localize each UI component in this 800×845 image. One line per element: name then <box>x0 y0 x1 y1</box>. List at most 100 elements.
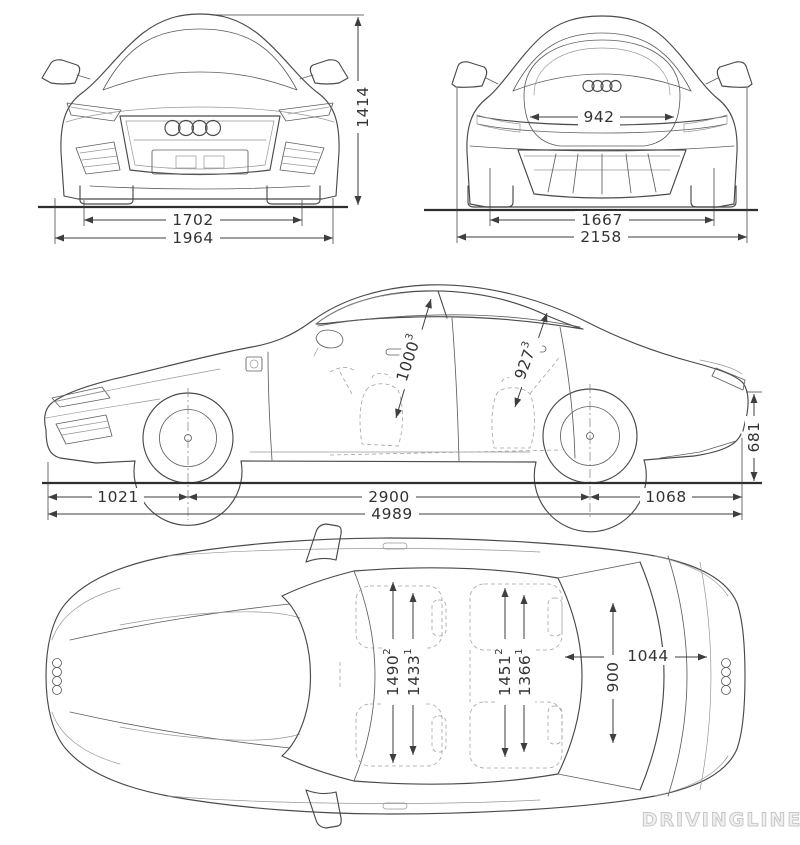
audi-rings-nose-icon <box>52 658 62 695</box>
top-shoulder-upper <box>167 548 541 557</box>
top-hood-lines <box>51 587 301 765</box>
svg-text:1964: 1964 <box>172 229 213 247</box>
dim-rear-overhang: 1068 <box>590 438 743 520</box>
front-headlights <box>66 102 334 122</box>
rear-greenhouse <box>512 32 692 92</box>
top-glasshouse <box>281 561 665 791</box>
side-rocker <box>240 460 537 463</box>
side-rear-details <box>699 359 746 391</box>
dim-front-track: 1702 <box>83 200 303 229</box>
dim-cabin-width-front-a: 14902 <box>382 582 403 763</box>
front-windshield <box>102 28 298 91</box>
side-interior-dashed <box>329 355 561 456</box>
svg-text:1414: 1414 <box>354 86 372 127</box>
top-body <box>45 537 746 815</box>
top-view: 14902 14331 14512 13661 <box>45 523 800 832</box>
front-license-plate <box>151 149 249 175</box>
top-tail-lines <box>654 555 729 797</box>
dim-wheelbase: 2900 <box>188 488 590 506</box>
front-body <box>60 13 340 200</box>
rear-body <box>466 15 738 208</box>
side-car-drawing <box>44 284 749 533</box>
side-rear-bumper <box>643 433 742 461</box>
dim-opening-width-label: 942 <box>578 108 620 126</box>
dim-overall-length: 4989 <box>48 505 742 523</box>
dim-wheelbase-label: 2900 <box>362 488 416 506</box>
dim-rear-opening-width-label: 900 <box>604 655 622 699</box>
side-front-details <box>45 368 221 445</box>
front-side-intakes <box>75 141 325 175</box>
front-right-tire <box>266 185 321 205</box>
dim-width-incl-mirrors: 2158 <box>456 88 748 246</box>
top-car-drawing <box>45 523 746 829</box>
audi-rings-icon <box>164 119 222 137</box>
charge-port <box>245 356 263 372</box>
dim-rear-height-label: 681 <box>745 416 763 458</box>
front-right-mirror <box>299 59 349 85</box>
svg-text:1068: 1068 <box>645 488 686 506</box>
dim-rear-height: 681 <box>745 391 763 481</box>
dim-overall-height-label: 1414 <box>353 81 373 133</box>
svg-text:1702: 1702 <box>172 211 213 229</box>
side-front-bumper <box>45 429 136 464</box>
rear-diffuser <box>517 149 687 199</box>
dim-opening-width: 942 <box>530 108 674 126</box>
dim-cabin-width-rear-a-label: 14512 <box>494 639 515 705</box>
dim-overall-width-label: 1964 <box>166 229 220 247</box>
svg-text:942: 942 <box>583 108 614 126</box>
rear-bumper-line <box>469 145 735 152</box>
rear-left-mirror <box>451 61 499 88</box>
side-mirror <box>313 329 344 357</box>
dim-cabin-width-rear-b: 13661 <box>514 595 535 752</box>
side-doors <box>245 317 576 462</box>
top-shoulder-lower <box>167 795 541 804</box>
front-grille <box>119 115 281 176</box>
rear-tailgate <box>523 39 681 147</box>
svg-text:14331: 14331 <box>403 648 424 696</box>
dim-headroom-rear: 9273 <box>507 312 548 408</box>
dim-rear-opening-length-label: 1044 <box>621 647 675 665</box>
dim-cabin-width-rear-a: 14512 <box>494 588 515 757</box>
dim-rear-track-label: 1667 <box>575 211 629 229</box>
dim-front-track-label: 1702 <box>166 211 220 229</box>
side-view: 10003 9273 681 1021 <box>42 284 763 533</box>
dim-cabin-width-front-a-label: 14902 <box>382 639 403 705</box>
rear-car-drawing <box>451 15 753 208</box>
top-door-handle-lower <box>382 802 408 810</box>
dim-cabin-width-front-b-label: 14331 <box>403 639 424 705</box>
svg-text:681: 681 <box>745 421 763 452</box>
dim-rear-opening-width: 900 <box>604 603 622 743</box>
top-mirror-upper <box>305 523 342 563</box>
svg-text:13661: 13661 <box>514 648 535 696</box>
rear-right-tire <box>690 185 737 208</box>
side-diffuser <box>659 440 737 459</box>
rear-view: 942 1667 2158 <box>424 15 758 246</box>
svg-text:4989: 4989 <box>371 505 412 523</box>
watermark-text: DRIVINGLINE <box>642 809 800 831</box>
dim-front-overhang-label: 1021 <box>92 488 144 506</box>
dim-headroom-front-label: 10003 <box>389 325 429 391</box>
audi-rings-rear-icon <box>582 79 622 93</box>
svg-text:1044: 1044 <box>627 647 668 665</box>
front-lower-bumper <box>89 185 311 190</box>
svg-text:1667: 1667 <box>581 211 622 229</box>
dim-overall-width: 1964 <box>54 198 334 247</box>
front-car-drawing <box>41 13 349 205</box>
dim-rear-track: 1667 <box>489 168 715 229</box>
audi-rings-tail-icon <box>721 658 731 695</box>
front-left-mirror <box>41 59 91 85</box>
dim-overall-length-label: 4989 <box>365 505 419 523</box>
side-body <box>44 284 749 432</box>
top-mirror-lower <box>305 789 342 829</box>
side-windows <box>315 290 584 330</box>
svg-text:900: 900 <box>604 661 622 692</box>
dim-headroom-rear-label: 9273 <box>507 333 545 389</box>
dim-front-overhang: 1021 <box>47 462 188 520</box>
svg-text:14902: 14902 <box>382 648 403 696</box>
svg-text:2900: 2900 <box>368 488 409 506</box>
svg-text:2158: 2158 <box>580 228 621 246</box>
rear-window-inner <box>533 47 671 96</box>
dim-cabin-width-front-b: 14331 <box>403 593 424 755</box>
dim-width-incl-mirrors-label: 2158 <box>574 228 628 246</box>
